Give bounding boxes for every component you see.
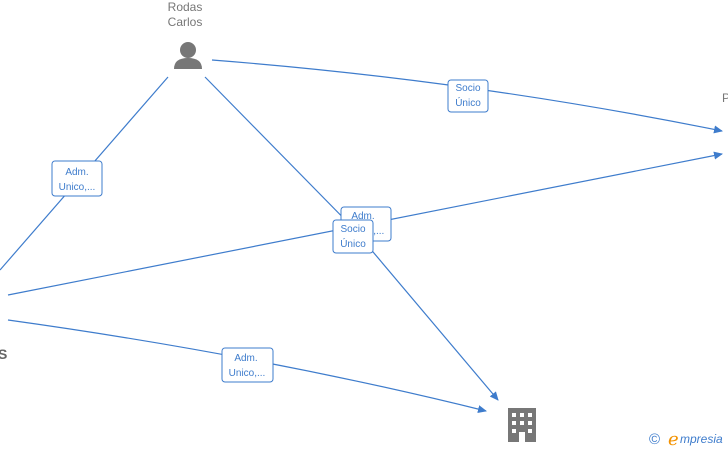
edge-label-adm-unico-bottom[interactable]: Adm. Unico,... (221, 347, 274, 383)
edge-person-to-company-a[interactable] (204, 76, 366, 241)
edge-label-text-line2: Único (340, 237, 366, 250)
left-partial-label: S (0, 346, 7, 362)
right-partial-label: P (722, 91, 728, 105)
edge-label-text-line1: Socio (455, 83, 480, 94)
edge-label-adm-unico-left[interactable]: Adm. Unico,... (51, 160, 103, 197)
edge-label-text-line2: Unico,... (229, 368, 266, 379)
person-icon[interactable] (174, 42, 202, 69)
edge-label-text-line1: Socio (340, 224, 365, 235)
edge-person-to-company-b[interactable] (367, 245, 499, 401)
person-name-line2: Carlos (168, 15, 203, 29)
edge-label-text-line1: Adm. (234, 353, 257, 364)
building-icon[interactable] (508, 408, 536, 442)
edge-label-text-line1: Adm. (65, 167, 88, 178)
person-name-line1: Rodas (168, 0, 203, 14)
edge-label-socio-unico-middle[interactable]: Socio Único (332, 219, 374, 254)
edge-label-text-line1: Adm. (351, 211, 374, 222)
edge-label-socio-unico-top[interactable]: Socio Único (447, 79, 489, 113)
empresia-watermark: © e mpresia (649, 429, 723, 450)
copyright-symbol: © (649, 431, 660, 448)
edge-label-text-line2: Único (455, 96, 481, 109)
brand-name-rest: mpresia (680, 432, 723, 446)
edge-label-text-line2: Unico,... (59, 182, 96, 193)
brand-initial: e (668, 429, 679, 450)
